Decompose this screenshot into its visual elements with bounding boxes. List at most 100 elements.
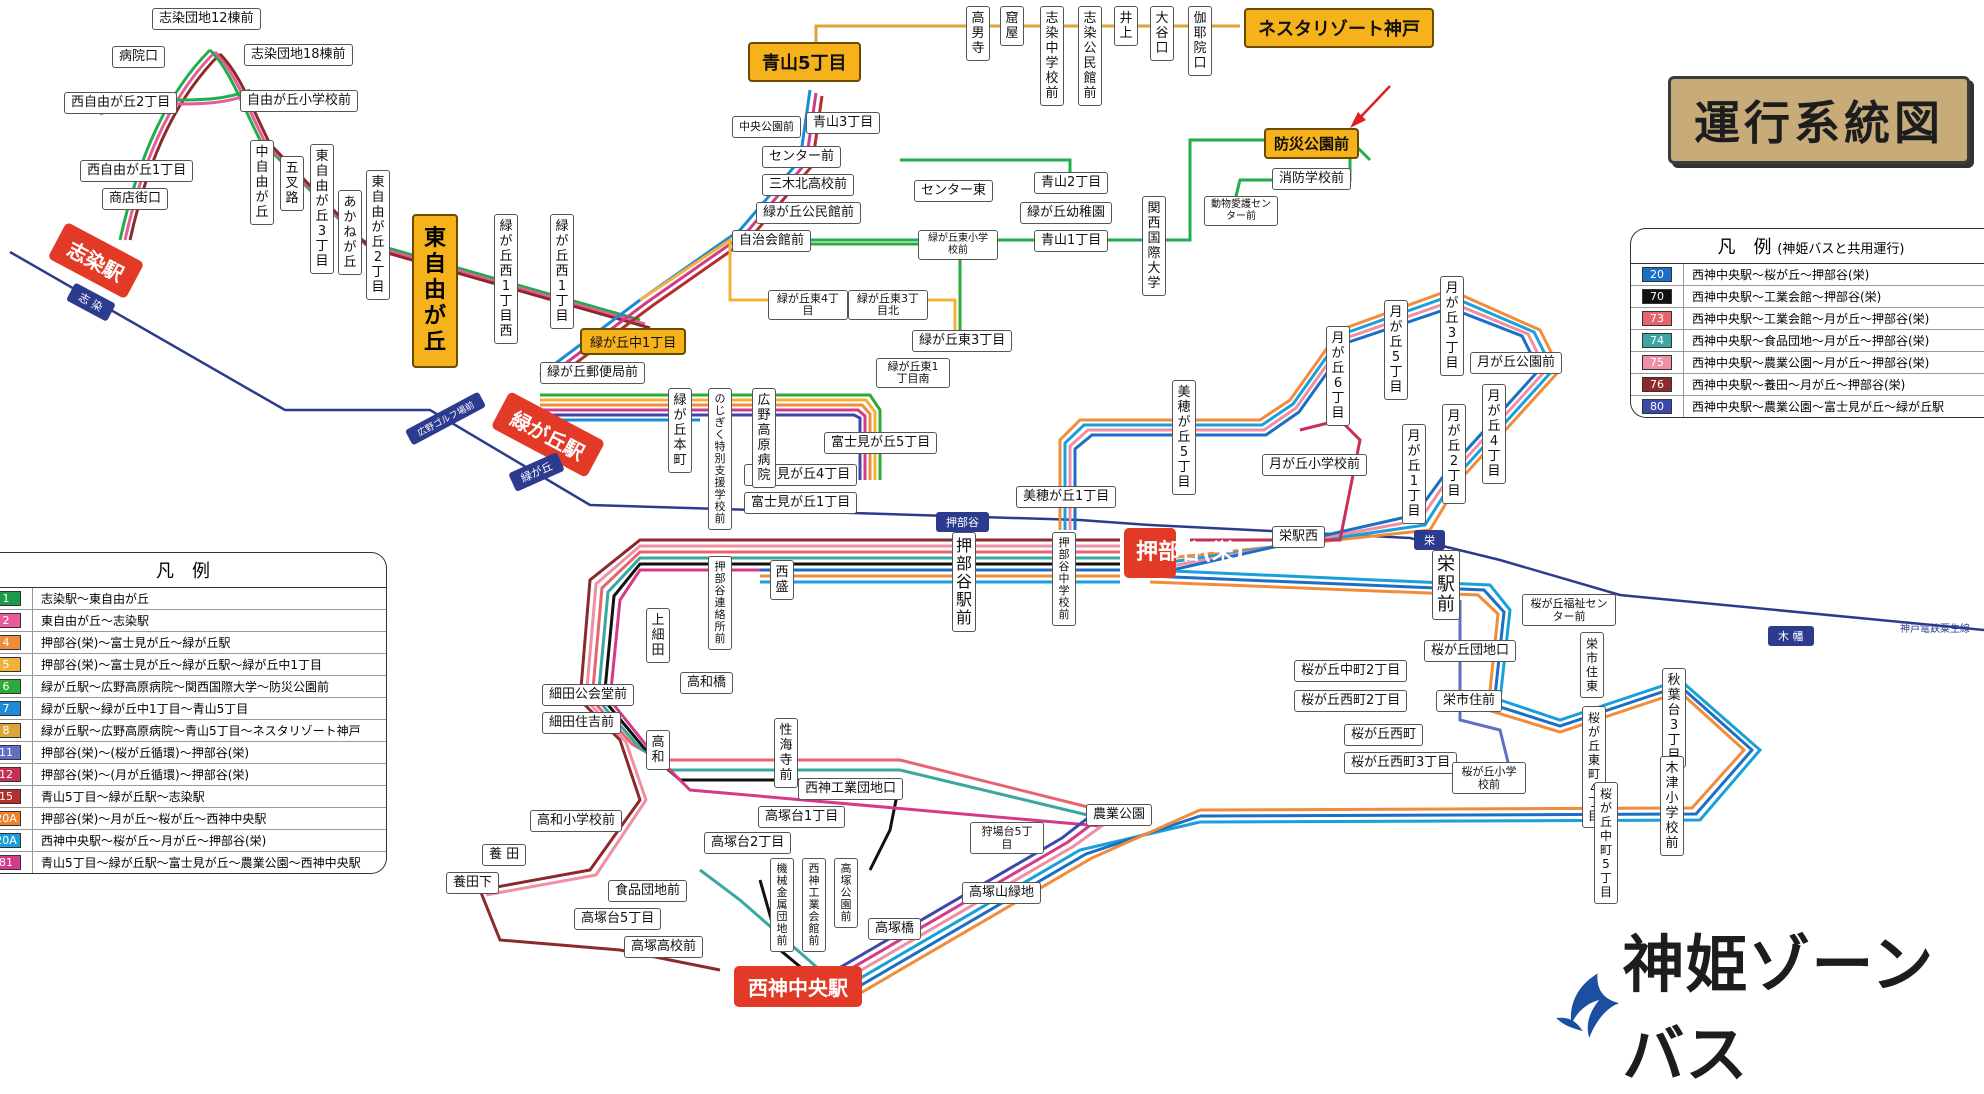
stop[interactable]: 大谷口 [1150,6,1174,61]
stop[interactable]: 高和橋 [680,672,734,694]
stop[interactable]: 三木北高校前 [762,174,855,196]
stop[interactable]: あかねが丘 [338,190,362,275]
stop[interactable]: 青山1丁目 [1034,230,1109,252]
stop[interactable]: 富士見が丘5丁目 [824,432,938,454]
stop[interactable]: 栄駅西 [1272,526,1326,548]
stop[interactable]: 高男寺 [966,6,990,61]
stop[interactable]: 桜が丘西町 [1344,724,1424,746]
stop[interactable]: 志染中学校前 [1040,6,1064,106]
stop[interactable]: 青山3丁目 [806,112,881,134]
stop[interactable]: 西自由が丘2丁目 [64,92,178,114]
stop[interactable]: 高塚橋 [868,918,922,940]
stop[interactable]: 青山2丁目 [1034,172,1109,194]
stop[interactable]: 月が丘3丁目 [1440,276,1464,376]
stop[interactable]: 緑が丘本町 [668,388,692,473]
stop[interactable]: 月が丘公園前 [1470,352,1563,374]
stop[interactable]: センター前 [762,146,842,168]
stop[interactable]: 緑が丘西1丁目 [550,214,574,329]
stop[interactable]: 細田住吉前 [542,712,622,734]
stop[interactable]: 月が丘小学校前 [1262,454,1368,476]
stop[interactable]: 緑が丘西1丁目西 [494,214,518,344]
stop[interactable]: 月が丘1丁目 [1402,424,1426,524]
stop[interactable]: 桜が丘団地口 [1424,640,1517,662]
stop[interactable]: 細田公会堂前 [542,684,635,706]
station-oshibedani[interactable]: 押部谷(栄) [1124,528,1244,578]
stop[interactable]: 自由が丘小学校前 [240,90,359,112]
stop[interactable]: 西 盛 [770,560,794,600]
stop[interactable]: 伽耶院口 [1188,6,1212,76]
terminal-bousai-park[interactable]: 防災公園前 [1264,128,1360,159]
stop[interactable]: 押部谷駅前 [952,532,976,632]
stop[interactable]: 西神工業団地口 [798,778,904,800]
stop[interactable]: 中央公園前 [732,116,801,138]
stop[interactable]: 西神工業会館前 [802,858,826,952]
stop[interactable]: 高 和 [646,730,670,770]
stop[interactable]: 自治会館前 [732,230,812,252]
stop[interactable]: 緑が丘公民館前 [756,202,862,224]
stop[interactable]: 木津小学校前 [1660,756,1684,856]
stop[interactable]: 栄市住前 [1436,690,1503,712]
terminal-nest-resort[interactable]: ネスタリゾート神戸 [1244,8,1434,48]
stop[interactable]: 広野高原病院 [752,388,776,488]
stop[interactable]: 緑が丘東3丁目 [912,330,1013,352]
stop[interactable]: 商店街口 [102,188,169,210]
stop[interactable]: 性海寺前 [774,718,798,788]
stop[interactable]: 押部谷連絡所前 [708,556,732,650]
stop[interactable]: 志染団地12棟前 [152,8,261,30]
terminal-higashi-jiyugaoka[interactable]: 東自由が丘 [412,214,458,368]
station-sakae[interactable]: 栄駅前 [1432,550,1460,620]
stop[interactable]: 桜が丘西町2丁目 [1294,690,1408,712]
stop[interactable]: 養田下 [446,872,500,894]
stop[interactable]: 緑が丘東4丁目 [768,290,848,320]
stop[interactable]: のじぎく特別支援学校前 [708,388,732,530]
stop[interactable]: 五叉路 [280,156,304,211]
stop[interactable]: 井 上 [1114,6,1138,46]
terminal-midori-naka1[interactable]: 緑が丘中1丁目 [580,328,687,355]
stop[interactable]: 高塚高校前 [624,936,704,958]
stop[interactable]: 月が丘2丁目 [1442,404,1466,504]
stop[interactable]: 秋葉台3丁目 [1662,668,1686,768]
stop[interactable]: 高和小学校前 [530,810,623,832]
stop[interactable]: 栄市住東 [1580,632,1604,698]
stop[interactable]: 高塚台5丁目 [574,908,662,930]
stop[interactable]: 農業公園 [1086,804,1153,826]
stop[interactable]: 病院口 [112,46,166,68]
stop[interactable]: 美穂が丘1丁目 [1016,486,1117,508]
stop[interactable]: 桜が丘西町3丁目 [1344,752,1458,774]
stop[interactable]: 高塚山緑地 [962,882,1042,904]
stop[interactable]: 富士見が丘1丁目 [744,492,858,514]
stop[interactable]: 東自由が丘3丁目 [310,144,334,274]
stop[interactable]: 押部谷中学校前 [1052,532,1076,626]
stop[interactable]: センター東 [914,180,994,202]
stop[interactable]: 月が丘4丁目 [1482,384,1506,484]
stop[interactable]: 消防学校前 [1272,168,1352,190]
stop[interactable]: 桜が丘中町2丁目 [1294,660,1408,682]
stop[interactable]: 高塚台2丁目 [704,832,792,854]
stop[interactable]: 緑が丘東3丁目北 [848,290,928,320]
stop[interactable]: 機械金属団地前 [770,858,794,952]
stop[interactable]: 志染団地18棟前 [244,44,353,66]
stop[interactable]: 月が丘6丁目 [1326,326,1350,426]
stop[interactable]: 中自由が丘 [250,140,274,225]
stop[interactable]: 月が丘5丁目 [1384,300,1408,400]
stop[interactable]: 養 田 [482,844,527,866]
stop[interactable]: 桜が丘小学校前 [1452,762,1526,794]
stop[interactable]: 桜が丘福祉センター前 [1522,594,1616,626]
stop[interactable]: 緑が丘幼稚園 [1020,202,1113,224]
stop[interactable]: 食品団地前 [608,880,688,902]
stop[interactable]: 上細田 [646,608,670,663]
station-seishin[interactable]: 西神中央駅 [734,966,862,1007]
stop[interactable]: 西自由が丘1丁目 [80,160,194,182]
stop[interactable]: 緑が丘郵便局前 [540,362,646,384]
stop[interactable]: 緑が丘東小学校前 [918,230,998,260]
stop[interactable]: 高塚公園前 [834,858,858,928]
stop[interactable]: 狩場台5丁目 [970,822,1044,854]
stop[interactable]: 美穂が丘5丁目 [1172,380,1196,495]
stop[interactable]: 桜が丘中町5丁目 [1594,782,1618,904]
stop[interactable]: 関西国際大学 [1142,196,1166,296]
stop[interactable]: 窟 屋 [1000,6,1024,46]
stop[interactable]: 緑が丘東1丁目南 [876,358,950,388]
stop[interactable]: 東自由が丘2丁目 [366,170,390,300]
stop[interactable]: 動物愛護センター前 [1204,196,1278,226]
stop[interactable]: 高塚台1丁目 [758,806,846,828]
